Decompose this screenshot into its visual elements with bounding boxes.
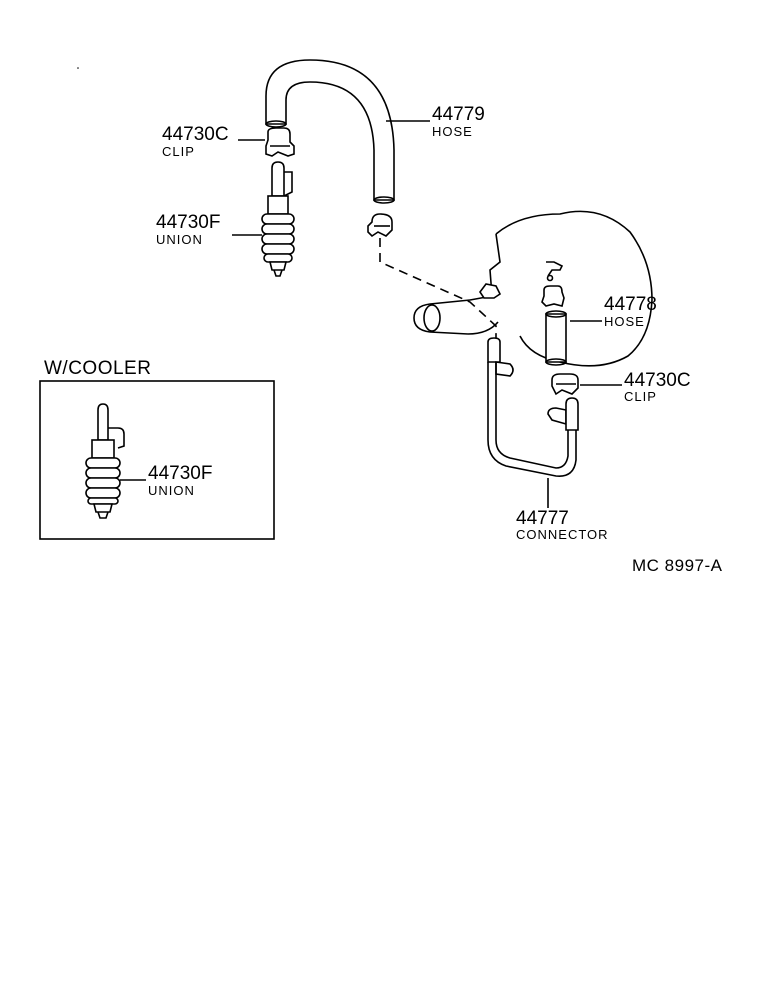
clip-hose-end-drawing	[367, 213, 393, 238]
hose-44778-drawing	[545, 310, 567, 366]
connector-44777-drawing	[487, 337, 579, 477]
label-44778-number: 44778	[604, 294, 657, 315]
label-44777-name: CONNECTOR	[516, 527, 609, 542]
label-union-top-name: UNION	[156, 232, 203, 247]
inset-title: W/COOLER	[44, 358, 151, 379]
label-union-top-number: 44730F	[156, 212, 220, 233]
hose-44779-drawing	[265, 59, 395, 204]
diagram-code: MC 8997-A	[632, 556, 723, 575]
union-44730f-top-drawing	[261, 161, 295, 277]
label-union-inset-name: UNION	[148, 483, 195, 498]
label-clip-top-name: CLIP	[162, 144, 195, 159]
label-clip-right-name: CLIP	[624, 389, 657, 404]
transmission-housing-drawing	[413, 210, 653, 367]
label-union-inset-number: 44730F	[148, 463, 212, 484]
inset-box	[39, 380, 275, 540]
union-44730f-inset-drawing	[85, 403, 125, 519]
scan-speck	[77, 67, 79, 69]
label-44778-name: HOSE	[604, 314, 645, 329]
label-44777-number: 44777	[516, 508, 569, 529]
label-clip-top-number: 44730C	[162, 124, 229, 145]
label-clip-right-number: 44730C	[624, 370, 691, 391]
dashed-routing-line	[379, 238, 497, 342]
clip-44730c-right-drawing	[551, 373, 579, 396]
label-44779-number: 44779	[432, 104, 485, 125]
label-44779-name: HOSE	[432, 124, 473, 139]
clip-44730c-top-drawing	[265, 127, 295, 157]
clip-hose-44778-top-drawing	[541, 285, 565, 307]
